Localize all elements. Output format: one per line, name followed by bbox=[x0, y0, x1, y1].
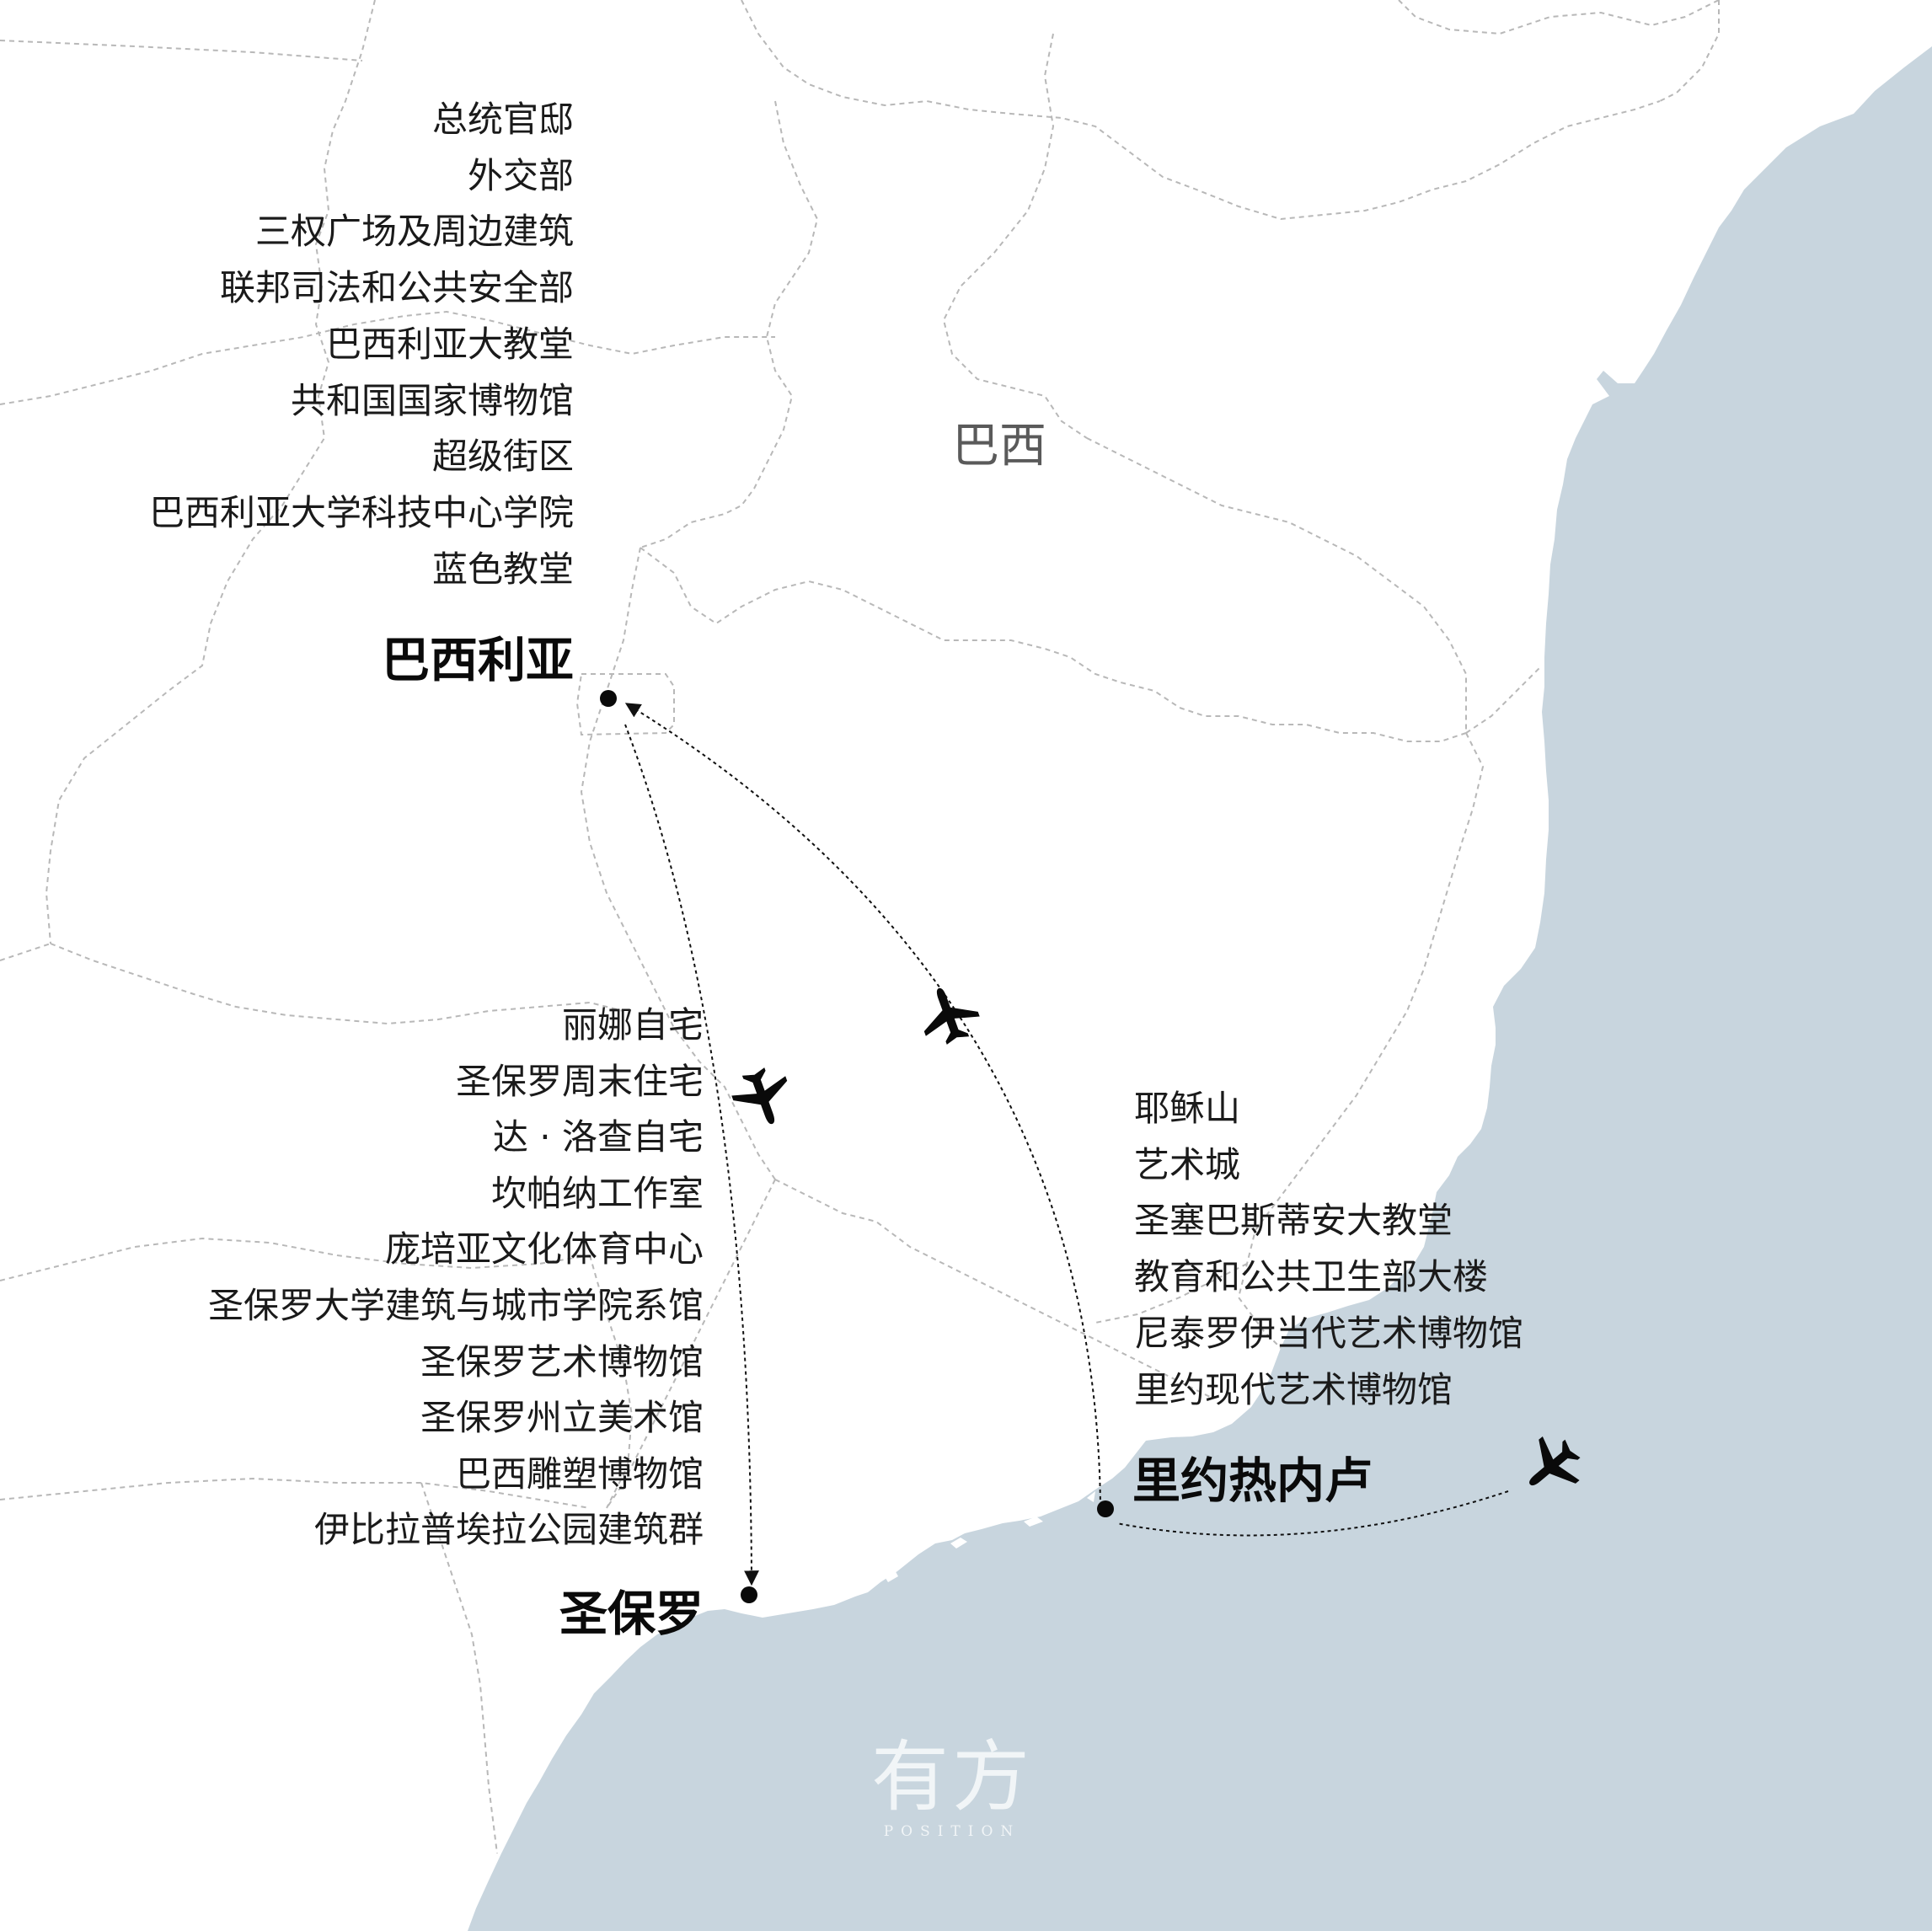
list-item: 巴西利亚大学科技中心学院 bbox=[148, 491, 574, 533]
list-item: 共和国国家博物馆 bbox=[290, 379, 574, 421]
brasilia-site-list: 总统官邸 外交部 三权广场及周边建筑 联邦司法和公共安全部 巴西利亚大教堂 共和… bbox=[149, 92, 574, 597]
list-item: 蓝色教堂 bbox=[431, 548, 574, 590]
city-label-saopaulo: 圣保罗 bbox=[559, 1586, 704, 1642]
city-marker-icon bbox=[741, 1586, 757, 1603]
city-label-rio: 里约热内卢 bbox=[1132, 1453, 1373, 1509]
sea-area bbox=[468, 46, 1932, 1931]
list-item: 艺术城 bbox=[1134, 1143, 1241, 1185]
state-borders bbox=[0, 0, 1720, 1854]
list-item: 巴西利亚大教堂 bbox=[325, 323, 574, 365]
list-item: 达 · 洛查自宅 bbox=[492, 1116, 704, 1158]
list-item: 圣保罗周末住宅 bbox=[455, 1060, 704, 1102]
list-item: 坎帕纳工作室 bbox=[490, 1172, 704, 1214]
watermark-logo: 有方 POSITION bbox=[859, 1732, 1045, 1841]
list-item: 耶稣山 bbox=[1134, 1088, 1241, 1129]
list-item: 丽娜自宅 bbox=[561, 1004, 704, 1046]
list-item: 圣保罗州立美术馆 bbox=[420, 1397, 704, 1439]
airplane-icon bbox=[726, 1062, 800, 1134]
list-item: 里约现代艺术博物馆 bbox=[1134, 1368, 1453, 1410]
route-arrival-to-rio bbox=[1116, 1490, 1509, 1537]
flight-routes bbox=[624, 703, 1509, 1586]
saopaulo-site-list: 丽娜自宅 圣保罗周末住宅 达 · 洛查自宅 坎帕纳工作室 庞培亚文化体育中心 圣… bbox=[208, 998, 704, 1559]
country-label: 巴西 bbox=[952, 419, 1046, 473]
list-item: 联邦司法和公共安全部 bbox=[219, 267, 574, 309]
federal-district-border bbox=[575, 673, 675, 736]
list-item: 超级街区 bbox=[431, 436, 574, 478]
airplane-icon bbox=[912, 978, 985, 1051]
list-item: 庞培亚文化体育中心 bbox=[384, 1228, 704, 1270]
city-marker-icon bbox=[600, 690, 617, 707]
list-item: 圣塞巴斯蒂安大教堂 bbox=[1134, 1200, 1453, 1242]
list-item: 伊比拉普埃拉公园建筑群 bbox=[313, 1509, 704, 1551]
route-rio-to-brasilia bbox=[624, 703, 1101, 1507]
city-marker-icon bbox=[1097, 1500, 1114, 1517]
rio-site-list: 耶稣山 艺术城 圣塞巴斯蒂安大教堂 教育和公共卫生部大楼 尼泰罗伊当代艺术博物馆… bbox=[1134, 1081, 1523, 1418]
city-label-brasilia: 巴西利亚 bbox=[382, 633, 574, 688]
list-item: 巴西雕塑博物馆 bbox=[455, 1452, 704, 1495]
list-item: 圣保罗大学建筑与城市学院系馆 bbox=[207, 1284, 704, 1326]
list-item: 教育和公共卫生部大楼 bbox=[1134, 1256, 1489, 1298]
list-item: 三权广场及周边建筑 bbox=[254, 211, 574, 253]
list-item: 总统官邸 bbox=[431, 99, 574, 140]
list-item: 外交部 bbox=[467, 154, 574, 196]
list-item: 圣保罗艺术博物馆 bbox=[420, 1340, 704, 1383]
list-item: 尼泰罗伊当代艺术博物馆 bbox=[1134, 1312, 1524, 1354]
watermark-sub: POSITION bbox=[883, 1823, 1021, 1840]
watermark-main: 有方 bbox=[870, 1732, 1033, 1822]
